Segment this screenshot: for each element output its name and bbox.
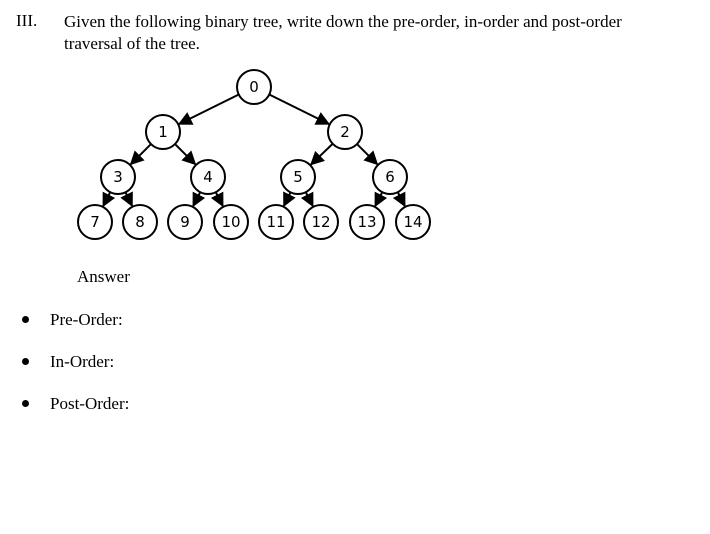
tree-node-8: 8	[122, 204, 158, 240]
bullet-icon	[22, 357, 29, 365]
svg-text:9: 9	[180, 213, 190, 231]
tree-edge	[283, 191, 296, 208]
bullet-icon	[22, 399, 29, 407]
post-order-label: Post-Order:	[50, 394, 130, 413]
tree-edge	[309, 143, 334, 166]
svg-text:4: 4	[203, 168, 213, 186]
svg-text:11: 11	[266, 213, 285, 231]
svg-text:6: 6	[385, 168, 395, 186]
svg-text:14: 14	[403, 213, 422, 231]
pre-order-label: Pre-Order:	[50, 310, 123, 329]
bullet-icon	[22, 315, 29, 323]
tree-edge	[120, 191, 133, 208]
tree-edge	[192, 191, 206, 208]
tree-node-7: 7	[77, 204, 113, 240]
svg-text:0: 0	[249, 78, 259, 96]
answer-heading: Answer	[77, 267, 130, 286]
tree-node-4: 4	[190, 159, 226, 195]
tree-node-13: 13	[349, 204, 385, 240]
svg-text:1: 1	[158, 123, 168, 141]
tree-edges	[102, 93, 406, 208]
question-text: Given the following binary tree, write d…	[64, 12, 622, 53]
svg-text:8: 8	[135, 213, 145, 231]
svg-text:10: 10	[221, 213, 240, 231]
svg-text:7: 7	[90, 213, 100, 231]
in-order-item: In-Order:	[22, 352, 114, 372]
tree-node-10: 10	[213, 204, 249, 240]
tree-node-6: 6	[372, 159, 408, 195]
pre-order-item: Pre-Order:	[22, 310, 123, 330]
tree-node-2: 2	[327, 114, 363, 150]
svg-text:5: 5	[293, 168, 303, 186]
tree-edge	[177, 93, 240, 125]
tree-edge	[129, 143, 152, 166]
tree-node-1: 1	[145, 114, 181, 150]
tree-node-11: 11	[258, 204, 294, 240]
post-order-item: Post-Order:	[22, 394, 129, 414]
svg-text:12: 12	[311, 213, 330, 231]
tree-edge	[174, 143, 197, 166]
tree-edge	[102, 191, 116, 208]
question-number: III.	[16, 11, 38, 30]
svg-text:2: 2	[340, 123, 350, 141]
tree-edge	[268, 93, 331, 125]
svg-text:13: 13	[357, 213, 376, 231]
tree-node-3: 3	[100, 159, 136, 195]
tree-node-0: 0	[236, 69, 272, 105]
tree-edge	[374, 191, 388, 208]
tree-edge	[356, 143, 379, 166]
tree-node-5: 5	[280, 159, 316, 195]
tree-edge	[300, 191, 314, 208]
tree-node-14: 14	[395, 204, 431, 240]
tree-node-9: 9	[167, 204, 203, 240]
in-order-label: In-Order:	[50, 352, 115, 371]
tree-edge	[210, 191, 224, 208]
svg-text:3: 3	[113, 168, 123, 186]
tree-node-12: 12	[303, 204, 339, 240]
tree-edge	[392, 191, 406, 208]
